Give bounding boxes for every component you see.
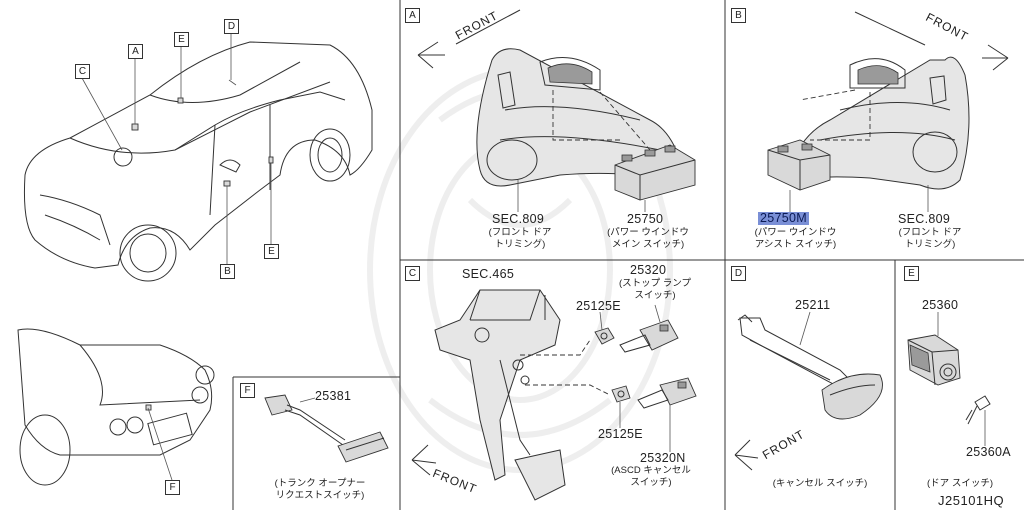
panel-d-label: D (731, 266, 746, 281)
panel-f-label: F (240, 383, 255, 398)
panel-a-part-no-25750[interactable]: 25750 (627, 212, 664, 226)
panel-b-label: B (731, 8, 746, 23)
panel-b-artwork (767, 11, 1009, 212)
diagram-code: J25101HQ (938, 493, 1005, 508)
panel-b-part-no-sec809: SEC.809 (898, 212, 951, 226)
panel-c-artwork (411, 289, 697, 501)
car-rear-view (17, 328, 215, 486)
panel-b-part-no-25750m[interactable]: 25750M (758, 211, 809, 225)
callout-box-e-bottom[interactable]: E (264, 244, 279, 259)
panel-d-part-desc-25211: (キャンセル スイッチ) (772, 478, 868, 489)
panel-c-part-no-25320[interactable]: 25320 (630, 263, 667, 277)
panel-b-part-desc-sec809: (フロント ドアトリミング) (898, 227, 962, 250)
panel-e-part-no-25360a[interactable]: 25360A (966, 445, 1011, 459)
panel-f-artwork (264, 394, 389, 463)
clip-25125e-lower (611, 385, 631, 403)
panel-e-part-no-25360[interactable]: 25360 (922, 298, 959, 312)
panel-frames (232, 0, 1024, 510)
panel-b-part-desc-25750m: (パワー ウインドウアシスト スイッチ) (754, 227, 837, 250)
panel-c-part-no-25125e-lower[interactable]: 25125E (598, 427, 643, 441)
power-window-assist-switch (767, 139, 831, 191)
door-switch-bolt (965, 395, 991, 425)
callout-box-c[interactable]: C (75, 64, 90, 79)
callout-box-a[interactable]: A (128, 44, 143, 59)
panel-a-part-no-sec809: SEC.809 (492, 212, 545, 226)
panel-c-part-desc-25320: (ストップ ランプスイッチ) (618, 278, 692, 301)
panel-c-part-no-25125e-upper[interactable]: 25125E (576, 299, 621, 313)
panel-f-part-no-25381[interactable]: 25381 (315, 389, 352, 403)
stop-lamp-switch (619, 319, 679, 353)
panel-c-sec465: SEC.465 (462, 267, 515, 281)
callout-box-b[interactable]: B (220, 264, 235, 279)
panel-e-label: E (904, 266, 919, 281)
panel-a-part-desc-sec809: (フロント ドアトリミング) (488, 227, 552, 250)
door-switch (907, 334, 961, 386)
panel-d-part-no-25211[interactable]: 25211 (795, 298, 831, 312)
panel-c-part-desc-25320n: (ASCD キャンセルスイッチ) (611, 465, 691, 488)
cancel-switch (737, 314, 883, 420)
callout-box-e-top[interactable]: E (174, 32, 189, 47)
panel-c-part-no-25320n[interactable]: 25320N (640, 451, 686, 465)
ascd-cancel-switch (637, 377, 697, 409)
car-front-view (23, 33, 373, 282)
callout-box-f[interactable]: F (165, 480, 180, 495)
panel-e-part-desc-door-switch: (ドア スイッチ) (927, 478, 993, 489)
panel-f-part-desc-25381: (トランク オープナーリクエストスイッチ) (274, 478, 366, 501)
panel-a-part-desc-25750: (パワー ウインドウメイン スイッチ) (607, 227, 689, 250)
power-window-main-switch (614, 144, 696, 201)
panel-a-artwork (417, 9, 696, 212)
callout-box-d[interactable]: D (224, 19, 239, 34)
panel-c-label: C (405, 266, 420, 281)
panel-a-label: A (405, 8, 420, 23)
trunk-opener-request-switch (264, 394, 389, 463)
panel-d-artwork (734, 311, 883, 471)
brake-pedal-assembly (434, 289, 566, 501)
clip-25125e-upper (594, 327, 615, 345)
panel-e-artwork (907, 312, 991, 446)
